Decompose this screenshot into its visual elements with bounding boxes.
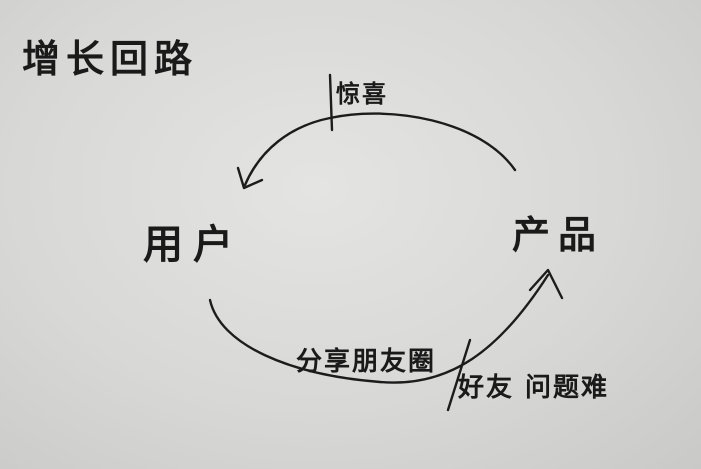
arrowhead-user [236, 166, 264, 190]
edge-top-tick [328, 73, 334, 132]
edge-bottom-label: 分享朋友圈 [296, 346, 436, 377]
edge-top-arc [243, 112, 517, 187]
arrowhead-product [528, 268, 564, 300]
diagram-title: 增长回路 [22, 36, 198, 81]
edge-top-label: 惊喜 [336, 79, 388, 108]
blocker-slash [446, 338, 472, 412]
edge-bottom-arc [208, 273, 550, 384]
blocker-label: 好友 问题难 [457, 373, 609, 403]
node-product: 产品 [512, 212, 604, 257]
node-user: 用户 [143, 221, 243, 268]
